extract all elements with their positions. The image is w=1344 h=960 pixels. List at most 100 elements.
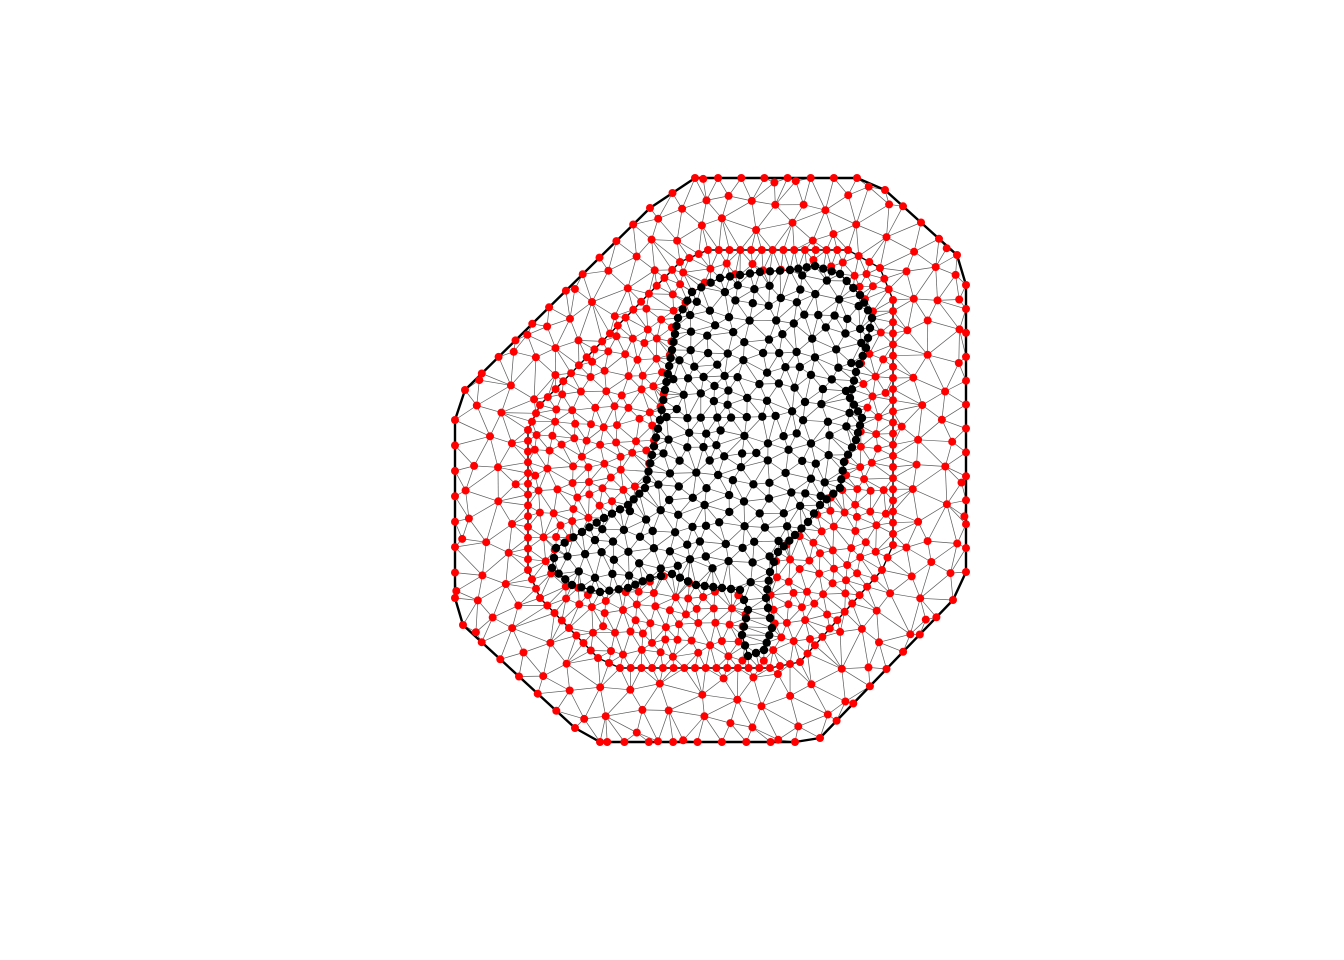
observation-point (847, 358, 856, 368)
observation-point (726, 413, 736, 422)
observation-point (695, 537, 705, 546)
mesh-vertex (668, 290, 677, 299)
mesh-vertex (545, 303, 554, 312)
observation-point (798, 271, 807, 280)
mesh-edge (878, 642, 887, 670)
mesh-vertex (962, 352, 970, 361)
observation-point (817, 399, 826, 409)
mesh-vertex (946, 569, 955, 578)
observation-point (724, 556, 733, 566)
observation-point (720, 287, 730, 297)
observation-point (763, 603, 773, 613)
observation-point (752, 448, 761, 458)
mesh-vertex (860, 475, 869, 484)
mesh-vertex (889, 485, 897, 494)
observation-point (683, 413, 692, 423)
mesh-edge (855, 186, 870, 225)
mesh-vertex (676, 280, 685, 289)
mesh-vertex (777, 633, 786, 642)
observation-point (670, 329, 680, 339)
mesh-vertex (673, 236, 682, 245)
mesh-edge (906, 266, 936, 272)
mesh-vertex (551, 385, 560, 394)
mesh-edge (627, 256, 637, 289)
observation-point (683, 577, 693, 586)
mesh-edge (543, 663, 567, 677)
mesh-vertex (783, 174, 792, 182)
mesh-vertex (942, 244, 951, 253)
mesh-vertex (585, 490, 594, 499)
mesh-edge (859, 557, 875, 579)
observation-point (802, 263, 811, 272)
mesh-vertex (789, 588, 798, 597)
mesh-edge (477, 583, 506, 601)
mesh-edge (473, 436, 491, 467)
mesh-vertex (794, 722, 803, 731)
observation-point (724, 386, 733, 395)
mesh-vertex (673, 635, 682, 644)
mesh-vertex (706, 641, 715, 650)
mesh-edge (868, 186, 890, 205)
mesh-vertex (600, 459, 609, 468)
mesh-edge (761, 705, 799, 727)
mesh-edge (810, 177, 826, 211)
mesh-vertex (497, 408, 506, 417)
mesh-vertex (475, 376, 484, 385)
mesh-vertex (810, 599, 819, 608)
mesh-vertex (568, 517, 577, 526)
observation-point (820, 478, 829, 487)
mesh-vertex (638, 629, 647, 638)
observation-point (819, 264, 828, 273)
observation-point (853, 428, 863, 437)
mesh-vertex (654, 214, 663, 223)
mesh-vertex (649, 382, 658, 391)
mesh-edge (633, 218, 659, 225)
mesh-edge (454, 419, 491, 437)
mesh-vertex (790, 246, 799, 254)
observation-point (701, 552, 710, 561)
mesh-vertex (482, 538, 491, 547)
mesh-edge (851, 603, 863, 630)
mesh-edge (803, 314, 813, 339)
mesh-vertex (889, 418, 897, 427)
mesh-edge (511, 627, 524, 653)
mesh-edge (906, 547, 932, 563)
mesh-vertex (801, 616, 810, 625)
mesh-vertex (855, 282, 864, 291)
mesh-edge (944, 391, 967, 405)
mesh-vertex (684, 594, 693, 603)
mesh-edge (706, 335, 729, 354)
mesh-edge (568, 627, 594, 634)
mesh-vertex (847, 544, 856, 553)
mesh-edge (913, 266, 936, 299)
mesh-vertex (574, 361, 583, 370)
mesh-vertex (962, 424, 970, 433)
mesh-vertex (574, 336, 583, 345)
mesh-edge (879, 237, 887, 269)
mesh-vertex (598, 484, 607, 493)
mesh-edge (887, 557, 912, 577)
mesh-vertex (855, 591, 864, 600)
observation-point (702, 429, 711, 438)
observation-point (815, 500, 825, 510)
mesh-vertex (523, 330, 532, 339)
mesh-vertex (486, 432, 494, 441)
observation-point (792, 429, 801, 438)
mesh-edge (505, 569, 529, 585)
mesh-edge (539, 512, 544, 538)
observation-point (656, 571, 666, 581)
mesh-edge (892, 439, 919, 457)
mesh-edge (807, 653, 812, 685)
observation-point (843, 314, 852, 324)
mesh-vertex (568, 406, 577, 415)
mesh-edge (597, 657, 601, 688)
mesh-vertex (698, 690, 707, 699)
mesh-edge (825, 177, 835, 211)
mesh-vertex (478, 571, 487, 580)
observation-point (717, 583, 727, 593)
observation-point (779, 542, 788, 551)
observation-point (845, 408, 854, 418)
mesh-vertex (464, 514, 473, 523)
observation-point (849, 283, 858, 293)
